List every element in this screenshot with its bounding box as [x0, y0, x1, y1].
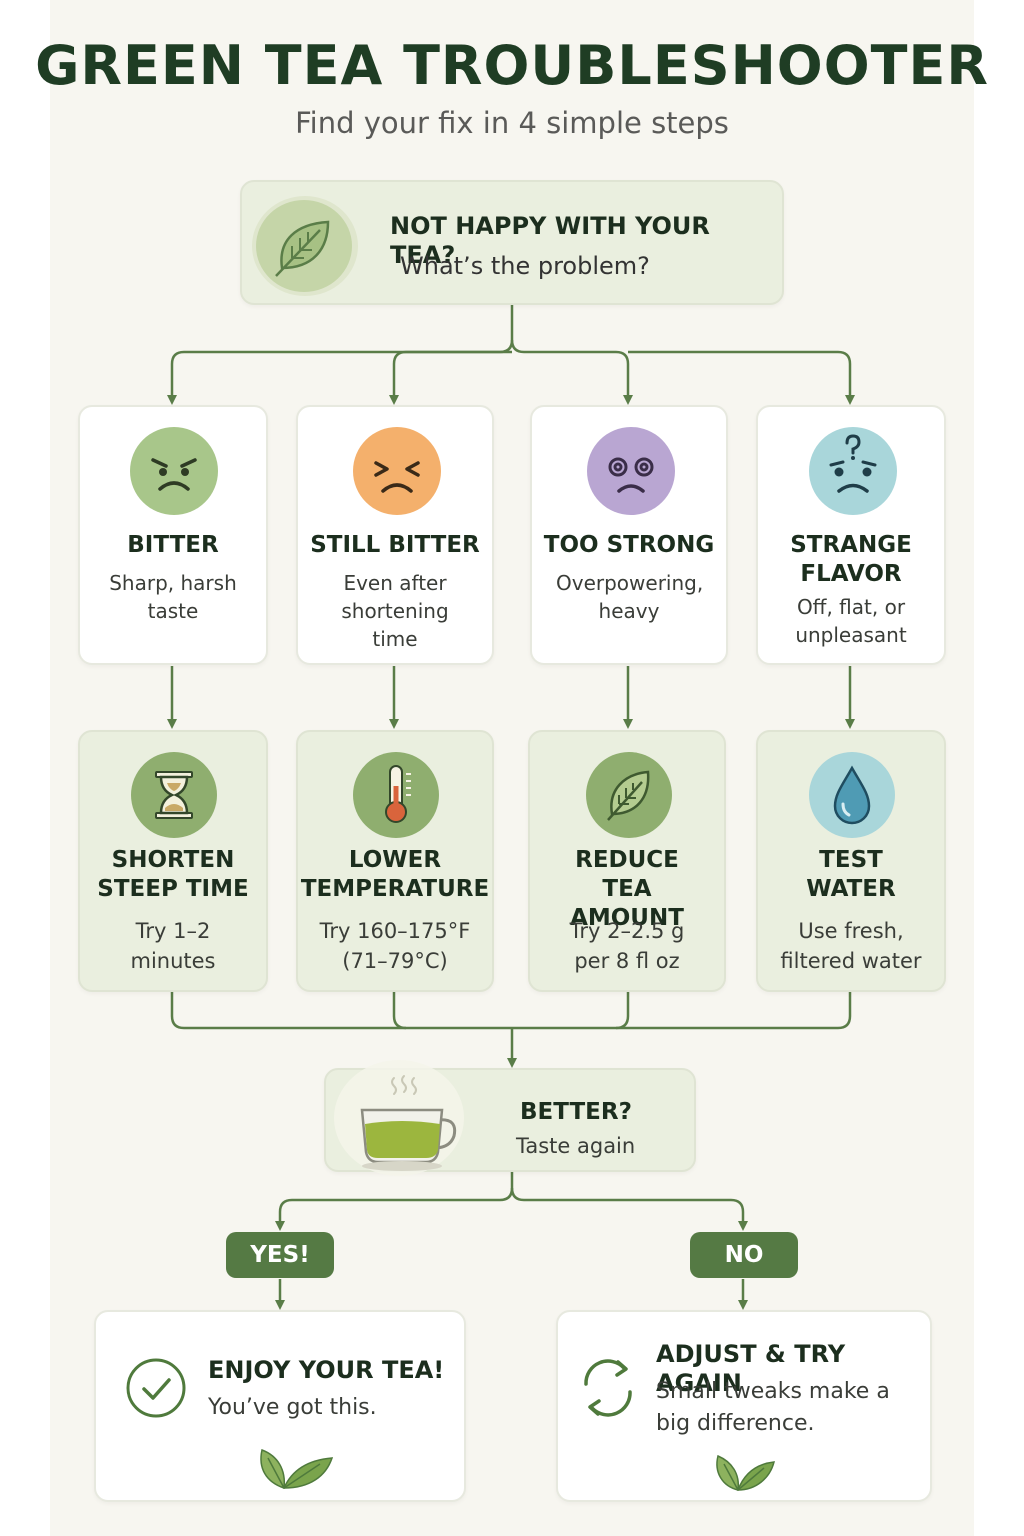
problem-card-strange-flavor: STRANGE FLAVOR Off, flat, or unpleasant — [756, 405, 946, 665]
outcome-heading: ENJOY YOUR TEA! — [208, 1356, 445, 1384]
fix-heading: SHORTEN STEEP TIME — [97, 847, 249, 902]
problem-card-still-bitter: STILL BITTER Even after shortening time — [296, 405, 494, 665]
outcome-card-yes: ENJOY YOUR TEA! You’ve got this. — [94, 1310, 466, 1502]
fix-card-steep-time: SHORTEN STEEP TIME Try 1–2 minutes — [78, 730, 268, 992]
check-heading: BETTER? — [520, 1099, 632, 1125]
fix-card-tea-amount: REDUCE TEA AMOUNT Try 2–2.5 g per 8 fl o… — [528, 730, 726, 992]
outcome-heading: ADJUST & TRY AGAIN — [656, 1340, 846, 1397]
problem-card-bitter: BITTER Sharp, harsh taste — [78, 405, 268, 665]
problem-heading: TOO STRONG — [543, 532, 715, 558]
fix-heading: LOWER TEMPERATURE — [300, 847, 490, 902]
problem-text: Sharp, harsh taste — [109, 571, 237, 623]
yes-badge: YES! — [226, 1232, 334, 1278]
problem-text: Off, flat, or unpleasant — [795, 595, 907, 647]
hourglass-icon — [131, 752, 217, 838]
leaves-icon — [710, 1450, 776, 1494]
leaf-icon — [256, 200, 352, 292]
page-title: GREEN TEA TROUBLESHOOTER — [35, 34, 989, 97]
fix-text: Use fresh, filtered water — [780, 919, 922, 973]
problem-heading: STRANGE FLAVOR — [790, 532, 912, 587]
checkmark-icon — [124, 1356, 188, 1420]
fix-text: Try 1–2 minutes — [130, 919, 216, 973]
fix-card-temperature: LOWER TEMPERATURE Try 160–175°F (71–79°C… — [296, 730, 494, 992]
leaf-icon — [586, 752, 672, 838]
fix-text: Try 160–175°F (71–79°C) — [319, 919, 471, 973]
confused-face-icon — [809, 427, 897, 515]
water-drop-icon — [809, 752, 895, 838]
start-heading: NOT HAPPY WITH YOUR TEA? — [390, 212, 710, 269]
outcome-text: You’ve got this. — [208, 1395, 377, 1420]
leaves-icon — [254, 1442, 334, 1492]
problem-text: Even after shortening time — [341, 571, 449, 651]
no-badge: NO — [690, 1232, 798, 1278]
angry-face-icon — [130, 427, 218, 515]
problem-heading: BITTER — [127, 532, 219, 558]
fix-heading: TEST WATER — [806, 847, 896, 902]
dizzy-face-icon — [587, 427, 675, 515]
wincing-face-icon — [353, 427, 441, 515]
check-card: BETTER? Taste again — [324, 1060, 696, 1176]
start-text: What’s the problem? — [400, 252, 650, 280]
outcome-card-no: ADJUST & TRY AGAIN Small tweaks make a b… — [556, 1310, 932, 1502]
outcome-text: Small tweaks make a big difference. — [656, 1379, 890, 1436]
check-text: Taste again — [516, 1134, 636, 1158]
fix-text: Try 2–2.5 g per 8 fl oz — [569, 919, 685, 973]
start-card: NOT HAPPY WITH YOUR TEA? What’s the prob… — [240, 180, 784, 305]
fix-heading: REDUCE TEA AMOUNT — [570, 847, 684, 931]
page-subtitle: Find your fix in 4 simple steps — [295, 106, 729, 140]
thermometer-icon — [353, 752, 439, 838]
refresh-icon — [574, 1354, 642, 1422]
problem-text: Overpowering, heavy — [556, 571, 704, 623]
tea-cup-icon — [350, 1066, 470, 1174]
problem-card-too-strong: TOO STRONG Overpowering, heavy — [530, 405, 728, 665]
problem-heading: STILL BITTER — [310, 532, 480, 558]
fix-card-water: TEST WATER Use fresh, filtered water — [756, 730, 946, 992]
